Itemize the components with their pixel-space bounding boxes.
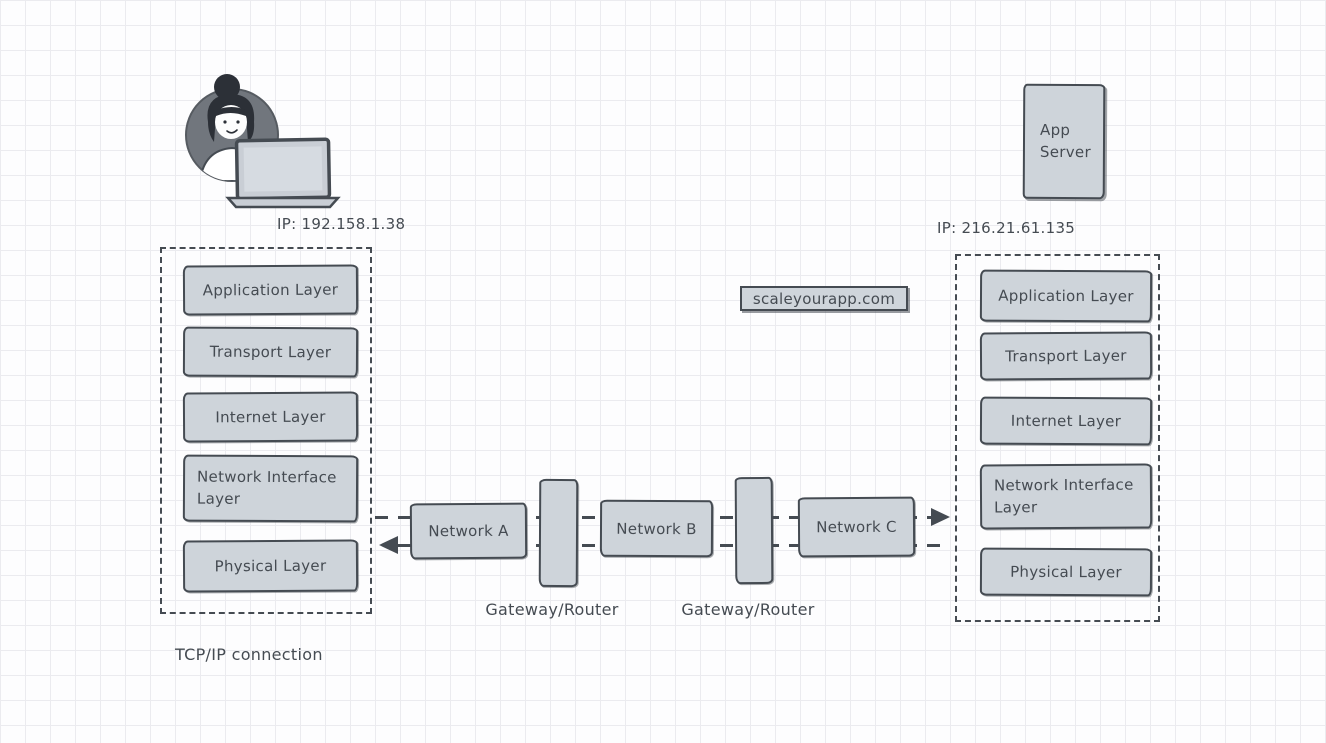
- layer-box-internet-right: Internet Layer: [979, 396, 1153, 446]
- layer-box-transport-left: Transport Layer: [182, 326, 359, 378]
- client-user-illustration: [185, 74, 341, 209]
- laptop-display: [243, 146, 323, 192]
- network-label: Network A: [428, 521, 509, 541]
- layer-label: Internet Layer: [1010, 411, 1122, 431]
- gateway-router-1-box: [538, 478, 579, 588]
- app-server-box: App Server: [1022, 83, 1106, 200]
- layer-label: Transport Layer: [209, 342, 332, 362]
- layer-box-network-interface-left: Network Interface Layer: [182, 454, 359, 523]
- layer-label: Network Interface Layer: [993, 475, 1134, 516]
- gateway-router-1-label: Gateway/Router: [485, 600, 619, 619]
- avatar-smile: [226, 129, 238, 134]
- layer-box-physical-left: Physical Layer: [182, 539, 359, 593]
- layer-label: Internet Layer: [215, 407, 326, 427]
- layer-label: Physical Layer: [1010, 562, 1122, 582]
- laptop-base: [225, 196, 341, 209]
- server-tcpip-stack: Application Layer Transport Layer Intern…: [955, 254, 1160, 622]
- layer-box-transport-right: Transport Layer: [979, 331, 1153, 381]
- site-label: scaleyourapp.com: [752, 289, 896, 308]
- layer-box-internet-left: Internet Layer: [182, 391, 359, 443]
- network-label: Network B: [616, 519, 697, 538]
- network-b-box: Network B: [599, 499, 714, 558]
- avatar-bangs: [216, 107, 246, 116]
- client-ip-label: IP: 192.158.1.38: [277, 215, 406, 233]
- layer-label: Transport Layer: [1005, 346, 1127, 366]
- layer-box-application-right: Application Layer: [979, 269, 1153, 323]
- layer-label: Application Layer: [998, 286, 1134, 306]
- avatar-hair: [207, 94, 255, 142]
- layer-label: Physical Layer: [214, 556, 327, 576]
- arrow-left-icon: [379, 536, 398, 554]
- avatar-hair-bun: [214, 74, 240, 100]
- layer-box-application-left: Application Layer: [182, 264, 359, 316]
- layer-box-network-interface-right: Network Interface Layer: [979, 463, 1153, 530]
- tcpip-connection-label: TCP/IP connection: [175, 645, 323, 664]
- network-c-box: Network C: [797, 496, 916, 558]
- network-label: Network C: [816, 517, 897, 537]
- layer-label: Network Interface Layer: [196, 467, 337, 508]
- gateway-router-2-box: [734, 476, 774, 585]
- app-server-label: App Server: [1039, 120, 1091, 161]
- network-a-box: Network A: [409, 502, 528, 560]
- gateway-router-2-label: Gateway/Router: [681, 600, 815, 619]
- arrow-right-icon: [931, 508, 950, 526]
- layer-label: Application Layer: [202, 280, 339, 300]
- server-ip-label: IP: 216.21.61.135: [937, 219, 1076, 237]
- client-tcpip-stack: Application Layer Transport Layer Intern…: [160, 247, 372, 614]
- site-label-box: scaleyourapp.com: [740, 286, 908, 311]
- layer-box-physical-right: Physical Layer: [979, 547, 1153, 597]
